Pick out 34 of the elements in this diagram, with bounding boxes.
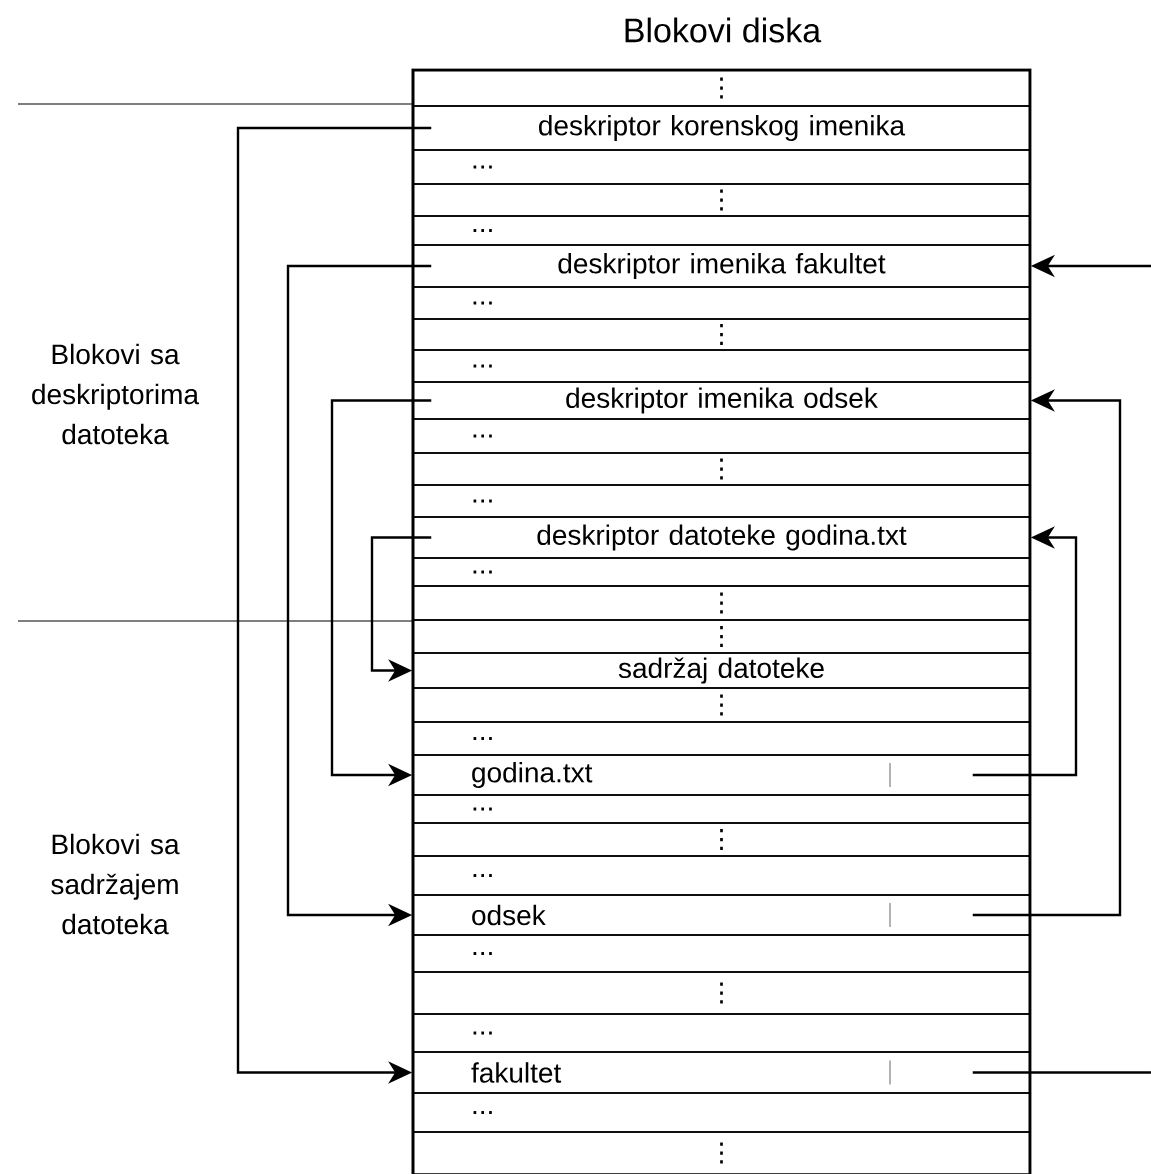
side-label: Blokovi sa sadržajem datoteka [51,833,180,935]
disk-block-row: odsek [412,894,1031,936]
disk-block-row: ... [412,934,1031,973]
disk-block-row: deskriptor imenika odsek [412,381,1031,420]
disk-block-row: ⋮ [412,183,1031,217]
disk-block-row: ... [412,149,1031,185]
title: Blokovi diska [625,17,822,43]
disk-block-row: deskriptor korenskog imenika [412,105,1031,151]
side-label: Blokovi sa deskriptorima datoteka [32,343,199,445]
disk-block-row: ⋮ [412,971,1031,1015]
disk-block-row: ... [412,286,1031,320]
disk-block-row: ⋮ [412,452,1031,486]
disk-block-row: ⋮ [412,687,1031,723]
disk-block-row: deskriptor imenika fakultet [412,244,1031,288]
disk-block-row: ⋮ [412,585,1031,621]
disk-block-row: ... [412,215,1031,246]
disk-block-row: ... [412,418,1031,454]
disk-block-row: ... [412,349,1031,383]
disk-block-row: ... [412,855,1031,896]
disk-block-row: ⋮ [412,822,1031,857]
disk-block-row: godina.txt [412,754,1031,796]
disk-block-row: ... [412,794,1031,824]
disk-block-row: ... [412,1013,1031,1053]
disk-block-row: sadržaj datoteke [412,652,1031,689]
disk-block-row: deskriptor datoteke godina.txt [412,516,1031,559]
disk-block-row: ⋮ [412,318,1031,351]
disk-block-row: fakultet [412,1051,1031,1094]
disk-block-row: ⋮ [412,619,1031,654]
disk-block-row: ⋮ [412,1131,1031,1174]
disk-block-row: ... [412,721,1031,756]
disk-block-row: ... [412,1092,1031,1133]
disk-block-row: ... [412,557,1031,587]
disk-block-row: ... [412,484,1031,518]
node-label: ⋮ [720,77,723,99]
